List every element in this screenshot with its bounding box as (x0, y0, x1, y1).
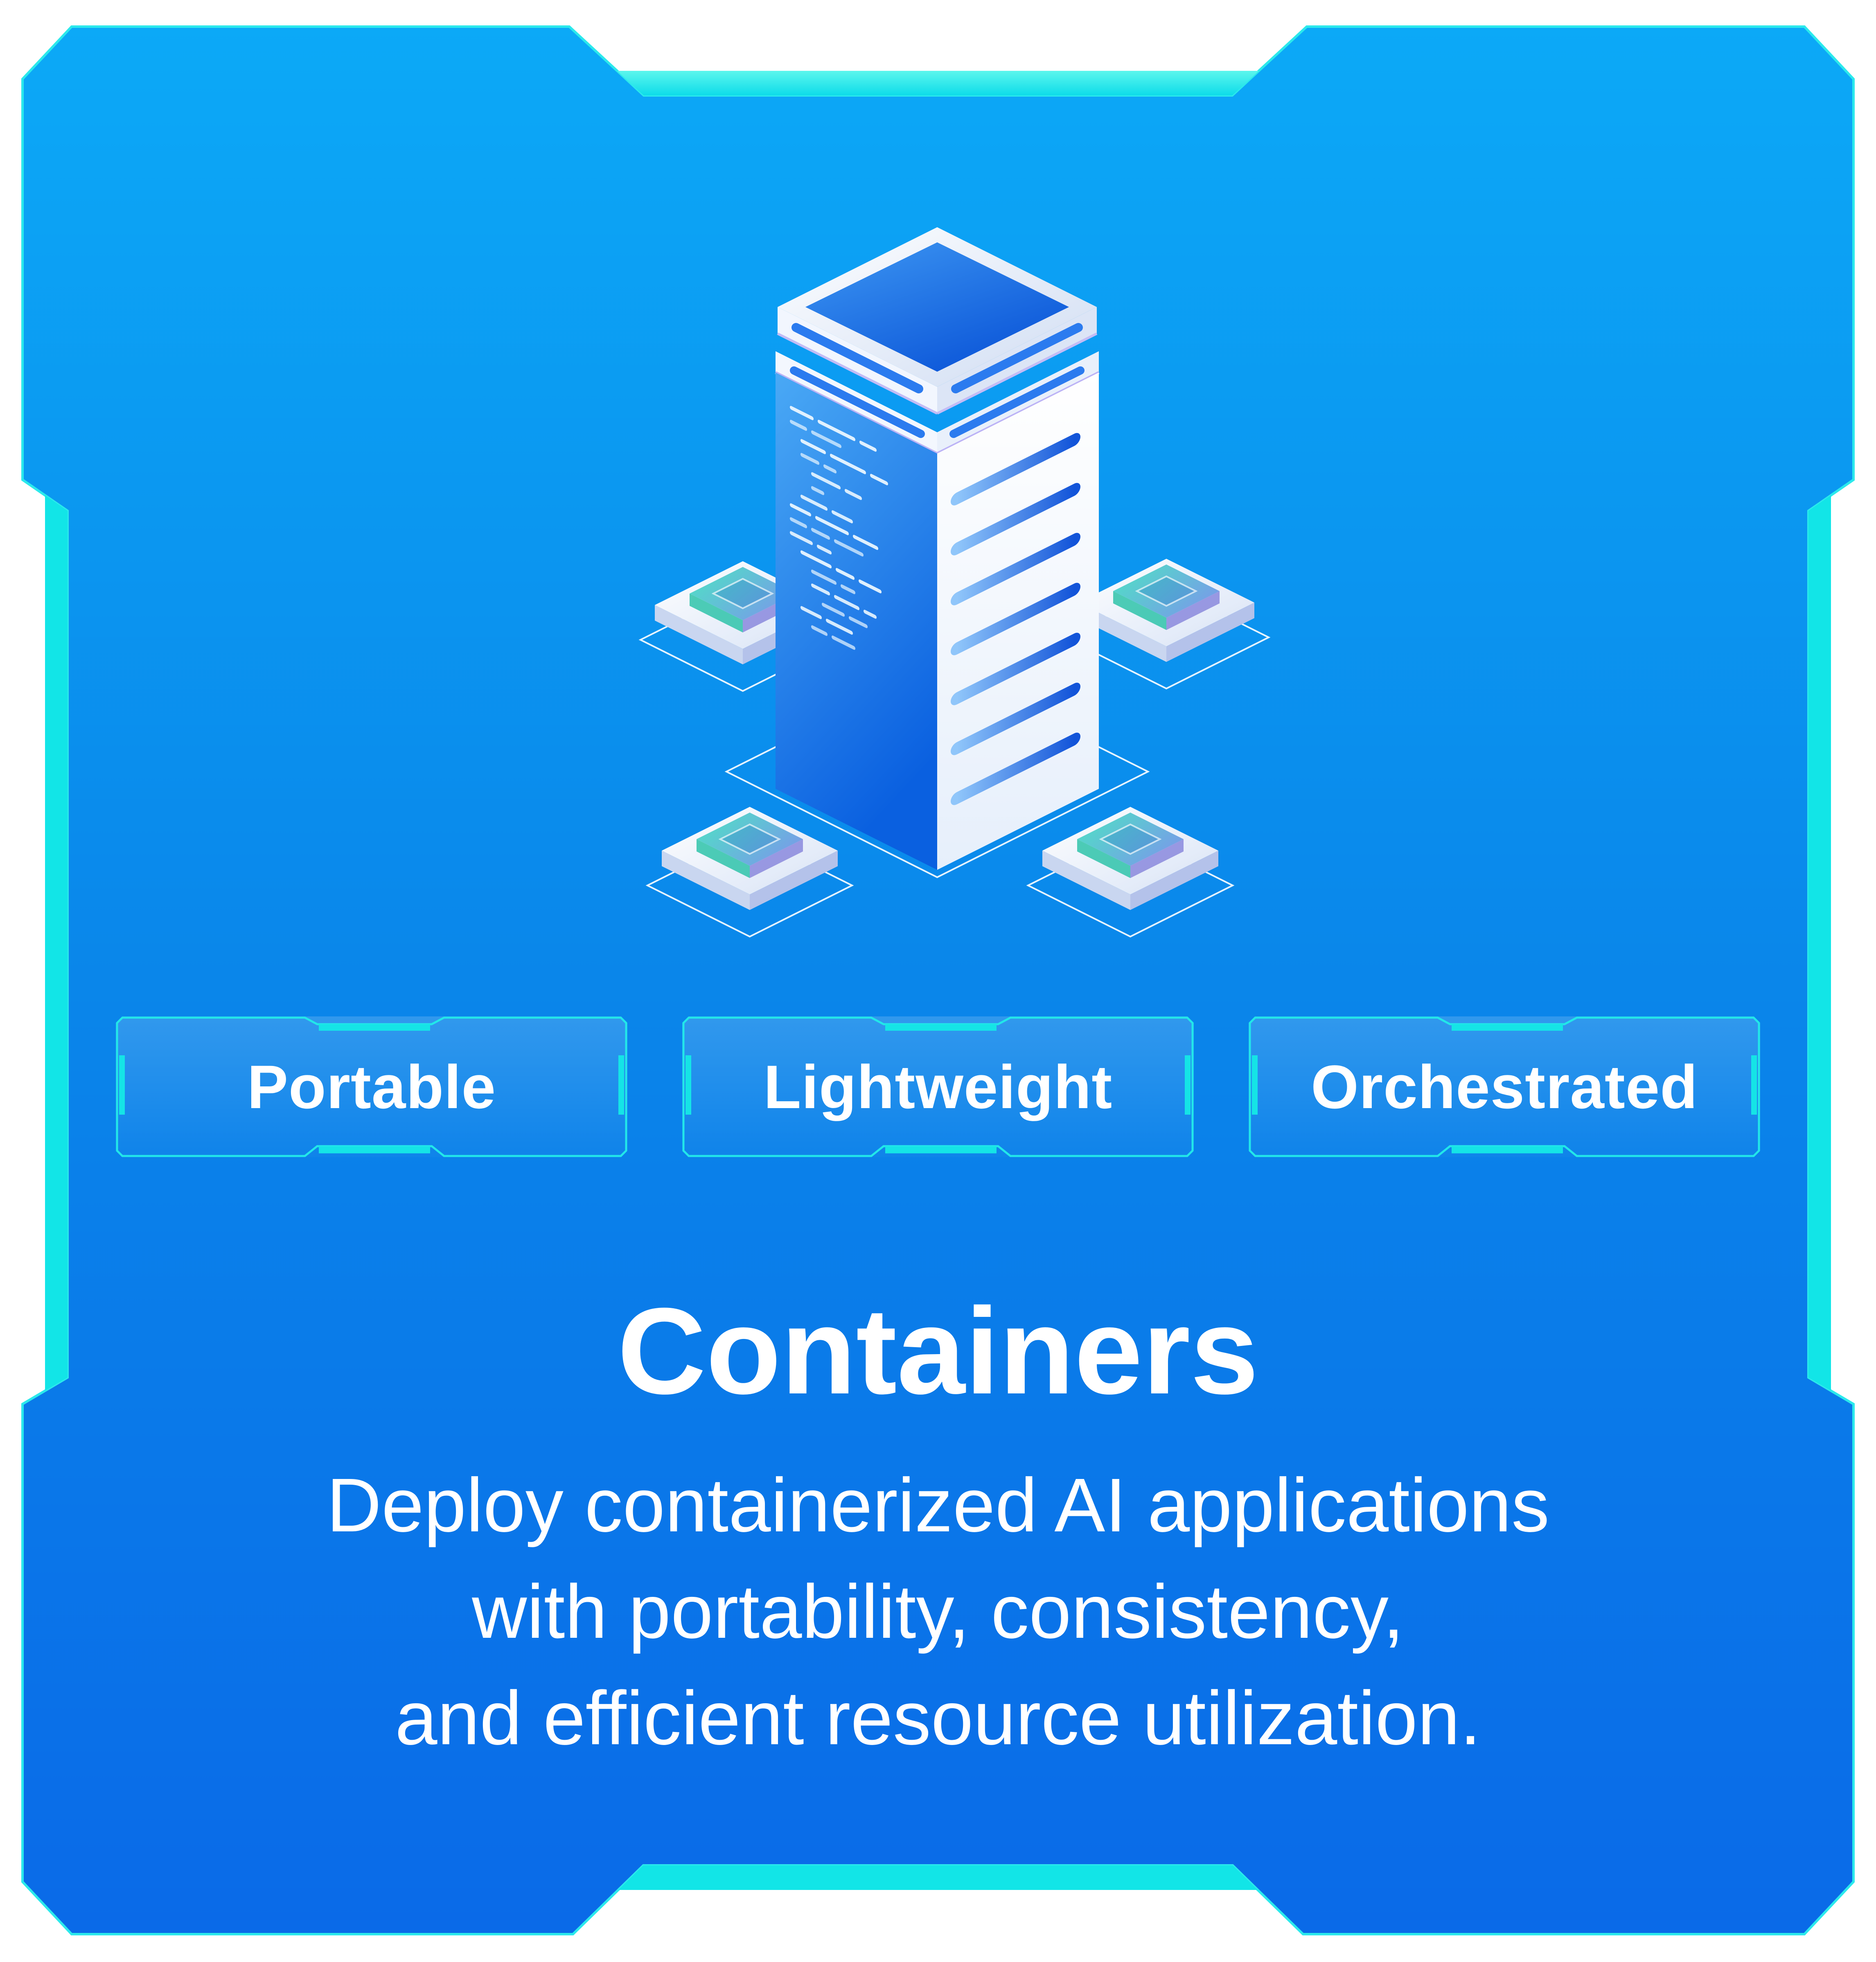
badge-label: Orchestrated (1311, 1052, 1698, 1121)
chip-node-ne (1078, 559, 1254, 662)
badge-label: Portable (247, 1052, 496, 1121)
code-panel (790, 406, 888, 650)
server-illustration (638, 227, 1271, 938)
chip-node-nw (655, 561, 831, 664)
description-line-2: with portability, consistency, (472, 1569, 1404, 1654)
badge-lightweight[interactable]: Lightweight (682, 1016, 1194, 1157)
badge-frame (682, 1016, 1194, 1157)
tower-lid (777, 227, 1098, 415)
badge-frame (1249, 1016, 1760, 1157)
lid-screen (805, 242, 1069, 372)
badge-frame (116, 1016, 627, 1157)
badge-label: Lightweight (763, 1052, 1113, 1121)
description-line-1: Deploy containerized AI applications (326, 1463, 1550, 1548)
top-notch-accent (617, 71, 1259, 95)
chip-node-se (1042, 807, 1218, 910)
badge-orchestrated[interactable]: Orchestrated (1249, 1016, 1760, 1157)
badge-portable[interactable]: Portable (116, 1016, 627, 1157)
right-edge-accent (1808, 495, 1831, 1391)
chip-node-sw (662, 807, 838, 910)
page-description: Deploy containerized AI applications wit… (0, 1452, 1876, 1772)
page-title: Containers (617, 1282, 1259, 1420)
left-edge-accent (45, 495, 68, 1391)
data-stripes (951, 433, 1080, 805)
description-line-3: and efficient resource utilization. (395, 1676, 1481, 1761)
bottom-notch-accent (618, 1865, 1258, 1890)
server-tower (775, 227, 1100, 870)
